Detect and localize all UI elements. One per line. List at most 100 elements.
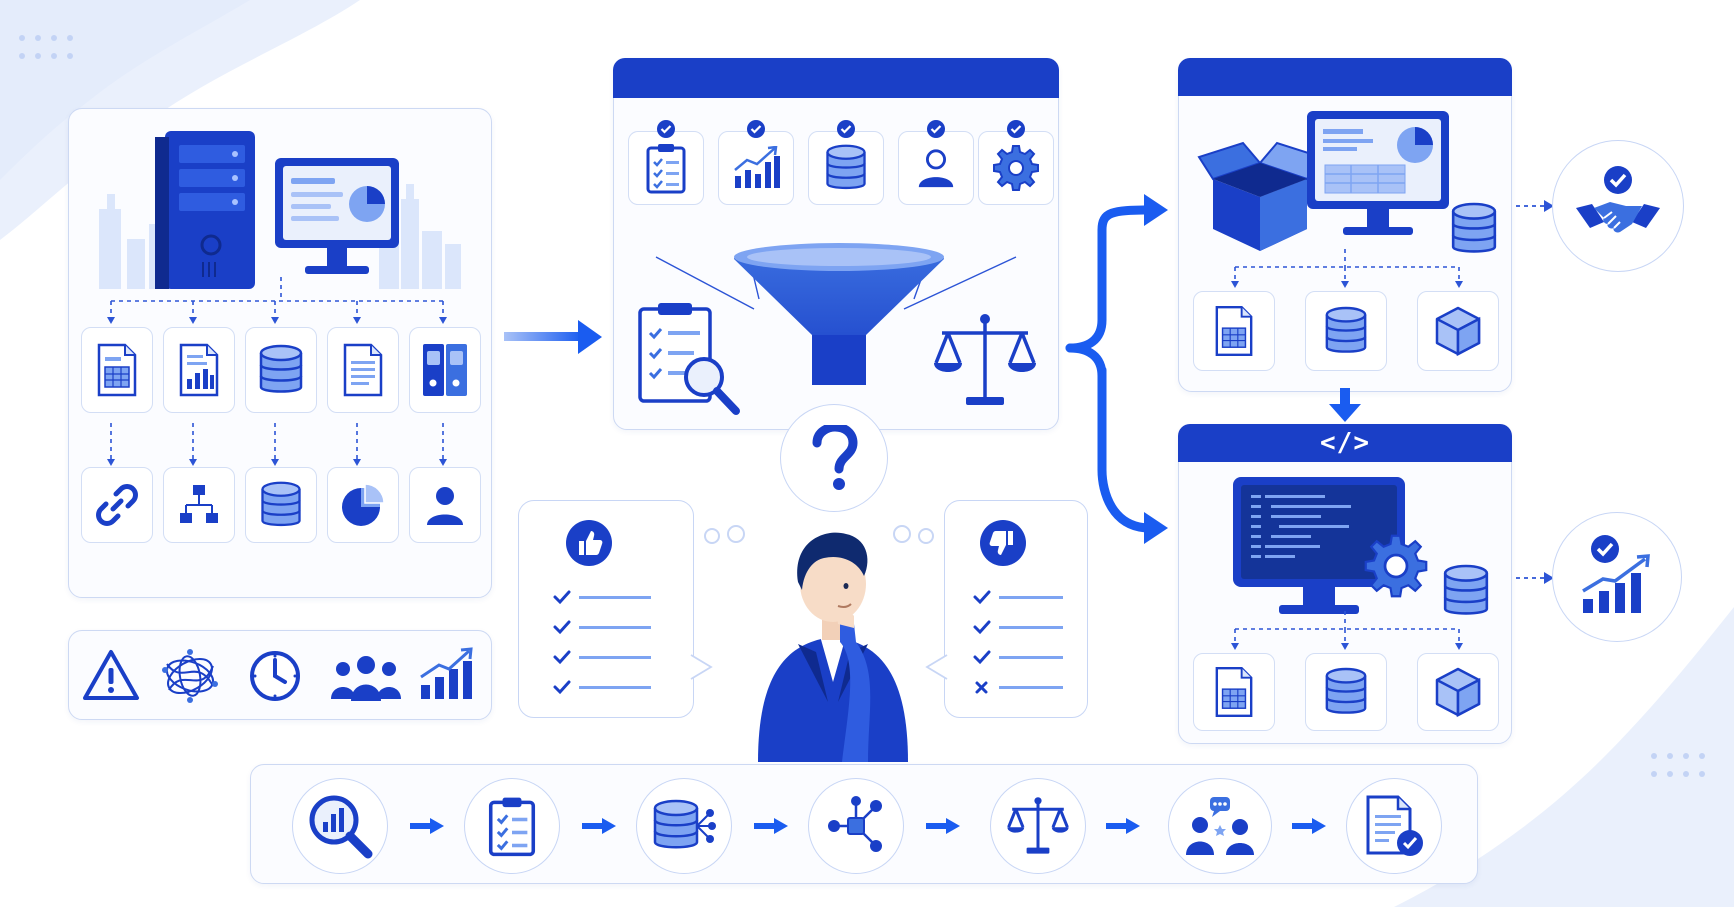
spreadsheet-document-icon [97, 343, 137, 397]
process-step-approve[interactable] [1346, 778, 1442, 874]
process-step-network[interactable] [808, 778, 904, 874]
cube-icon [1435, 667, 1481, 718]
process-step-collaborate[interactable] [1168, 778, 1272, 874]
user-icon [918, 149, 954, 188]
user-icon [427, 487, 463, 525]
check-badge-icon [927, 120, 945, 138]
background-blob-bottom-right [1394, 607, 1734, 907]
challenges-panel [68, 630, 492, 720]
filter-input-database[interactable] [808, 131, 884, 205]
code-monitor-icon [1233, 477, 1405, 614]
warning-icon [83, 650, 139, 700]
partnership-outcome[interactable] [1552, 140, 1684, 272]
check-badge-icon [1007, 120, 1025, 138]
code-header-label: </> [1320, 428, 1370, 458]
filter-input-gear[interactable] [978, 131, 1054, 205]
database-network-icon [653, 799, 716, 849]
option-a-connectors [1231, 249, 1463, 288]
database-icon [1443, 564, 1489, 615]
magnifier-chart-icon [309, 795, 373, 859]
collaboration-icon [1186, 797, 1254, 855]
database-icon [261, 481, 301, 527]
bar-chart-document-icon [179, 343, 219, 397]
binders-icon [423, 344, 467, 396]
checklist-magnifier-icon [638, 303, 740, 415]
thumbs-up-icon [566, 520, 612, 566]
option-a-cube-card[interactable] [1417, 291, 1499, 371]
link-card[interactable] [81, 467, 153, 543]
text-document-card[interactable] [327, 327, 399, 413]
outcome-arrow-b [1516, 572, 1554, 584]
database-icon [1325, 306, 1367, 353]
option-b-cube-card[interactable] [1417, 653, 1499, 731]
process-arrow [1292, 818, 1326, 834]
check-badge-icon [837, 120, 855, 138]
check-badge-icon [657, 120, 675, 138]
team-icon [331, 656, 401, 701]
checklist-icon [488, 797, 536, 857]
pie-chart-card[interactable] [327, 467, 399, 543]
process-step-evaluate[interactable] [990, 778, 1086, 874]
link-icon [96, 484, 138, 526]
option-a-header [1178, 58, 1512, 96]
option-a-panel [1178, 58, 1512, 392]
bar-chart-document-card[interactable] [163, 327, 235, 413]
option-b-database-card[interactable] [1305, 653, 1387, 731]
balance-scale-icon [1007, 797, 1069, 854]
spreadsheet-document-icon [1215, 666, 1253, 718]
filter-input-checklist[interactable] [628, 131, 704, 205]
checklist-icon [646, 144, 686, 194]
monitor-pie-chart-icon [275, 158, 399, 274]
user-card[interactable] [409, 467, 481, 543]
process-arrow [1106, 818, 1140, 834]
clock-icon [250, 651, 300, 701]
process-step-analyze[interactable] [292, 778, 388, 874]
process-arrow [582, 818, 616, 834]
pros-checklist [553, 590, 651, 695]
pros-bubble [518, 500, 713, 718]
flow-arrow-to-filter [504, 320, 602, 354]
thought-dots-right [893, 525, 934, 544]
option-a-database-card[interactable] [1305, 291, 1387, 371]
process-arrow [926, 818, 960, 834]
flow-arrow-branch [1065, 194, 1168, 544]
bubble-tail [925, 654, 948, 680]
data-sources-panel [68, 108, 492, 598]
filter-input-trend-chart[interactable] [718, 131, 794, 205]
hierarchy-icon [180, 485, 218, 523]
hierarchy-card[interactable] [163, 467, 235, 543]
option-a-spreadsheet-card[interactable] [1193, 291, 1275, 371]
option-b-panel: </> [1178, 424, 1512, 744]
document-check-icon [1366, 795, 1423, 856]
thinking-person-icon [758, 532, 908, 762]
outcome-arrow-a [1516, 200, 1554, 212]
cube-icon [1435, 306, 1481, 357]
tangled-network-icon [162, 649, 218, 703]
cons-bubble [925, 500, 1088, 718]
growth-outcome[interactable] [1552, 512, 1682, 642]
funnel-icon [734, 243, 944, 385]
dot-grid-bottom-right [1651, 753, 1705, 777]
bubble-tail [689, 654, 713, 680]
process-step-data[interactable] [636, 778, 732, 874]
source-connectors [107, 277, 447, 466]
question-bubble [780, 404, 888, 512]
process-step-checklist[interactable] [464, 778, 560, 874]
spreadsheet-document-card[interactable] [81, 327, 153, 413]
background-blob-top-left [0, 0, 360, 240]
database-icon [259, 344, 303, 393]
balance-scale-icon [934, 314, 1036, 405]
growth-chart-icon [420, 647, 473, 699]
database-card-2[interactable] [245, 467, 317, 543]
spreadsheet-document-icon [1215, 305, 1253, 357]
flow-arrow-down [1329, 388, 1361, 422]
thought-dots-left [704, 525, 745, 544]
option-b-spreadsheet-card[interactable] [1193, 653, 1275, 731]
trend-chart-icon [734, 146, 780, 188]
filter-input-user[interactable] [898, 131, 974, 205]
thumbs-down-icon [980, 520, 1026, 566]
database-card[interactable] [245, 327, 317, 413]
binders-card[interactable] [409, 327, 481, 413]
option-b-connectors [1231, 611, 1463, 650]
server-tower-icon [155, 131, 255, 289]
